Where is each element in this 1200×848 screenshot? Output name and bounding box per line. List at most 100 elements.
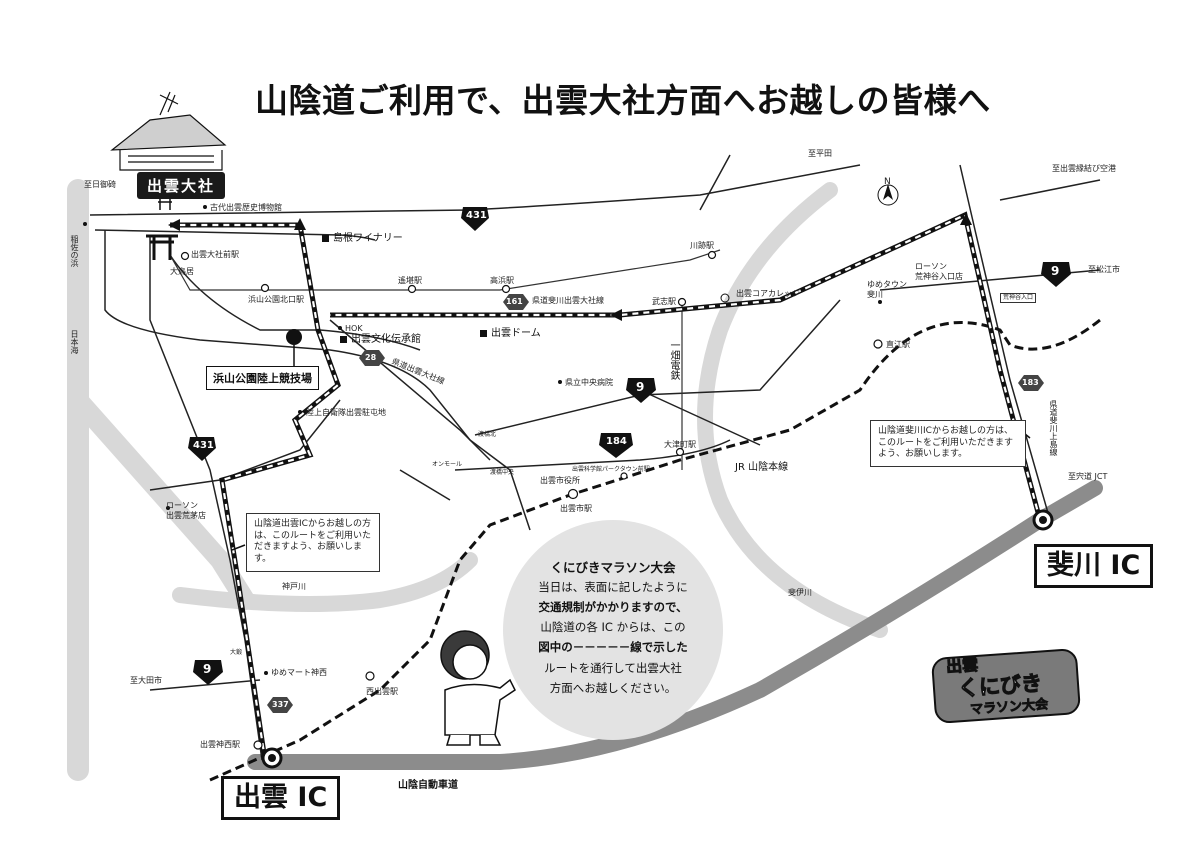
station-taisha-mae-label: 出雲大社前駅 bbox=[191, 250, 239, 259]
expressway-label: 山陰自動車道 bbox=[398, 780, 458, 791]
otorii-label: 大鳥居 bbox=[170, 267, 194, 276]
road-aeon bbox=[399, 469, 451, 501]
station-taisha-mae bbox=[180, 251, 190, 261]
lawson-araya-label: ローソン bbox=[166, 501, 198, 510]
museum-dot bbox=[203, 205, 207, 209]
station-nishi-izumo-label: 西出雲駅 bbox=[366, 687, 398, 696]
dentokan-label: 出雲文化伝承館 bbox=[351, 334, 421, 345]
bubble-heading: くにびきマラソン大会 bbox=[550, 560, 676, 575]
aeon-label: オンモール bbox=[432, 461, 463, 468]
station-markers bbox=[180, 250, 883, 750]
lawson-araya-label-2: 出雲荒茅店 bbox=[166, 511, 206, 520]
ichibata-line bbox=[169, 249, 721, 291]
sanin-expressway bbox=[247, 480, 1103, 770]
road-9-east-split bbox=[639, 389, 761, 446]
marathon-logo bbox=[931, 648, 1081, 724]
hok-label: HOK bbox=[345, 324, 363, 333]
dome-square bbox=[480, 330, 487, 337]
yumetown-dot bbox=[878, 300, 882, 304]
shield-184 bbox=[599, 433, 633, 458]
shield-161 bbox=[503, 294, 529, 310]
arrow-up-183 bbox=[960, 213, 972, 225]
road-inner bbox=[169, 254, 421, 351]
izumo-ic-box: 出雲 IC bbox=[221, 776, 341, 820]
hok-dot bbox=[338, 326, 342, 330]
station-endo bbox=[407, 284, 417, 294]
shield-183 bbox=[1018, 375, 1044, 391]
bubble-body: 当日は、表面に記したように 交通規制がかかりますので、 山陰道の各 IC からは… bbox=[515, 577, 711, 698]
inasa-label: 稲佐の浜 bbox=[70, 235, 79, 267]
hikawa-ic-box: 斐川 IC bbox=[1034, 544, 1154, 588]
route-183-label: 183 bbox=[1022, 378, 1039, 387]
izumo-ic-note: 山陰道出雲ICからお越しの方は、このルートをご利用いただきますよう、お願いします… bbox=[246, 513, 380, 572]
route-337-label: 337 bbox=[272, 700, 289, 709]
page-title: 山陰道ご利用で、出雲大社方面へお越しの皆様へ bbox=[255, 81, 991, 120]
station-park-town bbox=[620, 472, 628, 480]
road-hirata bbox=[699, 154, 731, 211]
watari-chuo-label: 渡橋中央 bbox=[490, 469, 515, 476]
venue-label: 浜山公園陸上競技場 bbox=[206, 366, 319, 390]
hospital-label: 県立中央病院 bbox=[565, 378, 613, 387]
notice-bubble bbox=[503, 520, 723, 740]
lawson-hikawa-label: ローソン bbox=[915, 262, 947, 271]
bubble-line-3: 山陰道の各 IC からは、この bbox=[540, 620, 686, 635]
shield-9-east bbox=[1041, 262, 1071, 287]
taisha-label: 出雲大社 bbox=[137, 172, 226, 199]
road-161-name: 県道斐川出雲大社線 bbox=[532, 296, 604, 305]
sea-label: 日本海 bbox=[70, 330, 79, 354]
to-hinomisaki-label: 至日御碕 bbox=[84, 180, 116, 189]
mascot-illustration bbox=[440, 630, 516, 746]
station-hamayama bbox=[260, 283, 270, 293]
dome-label: 出雲ドーム bbox=[491, 328, 541, 339]
route-184-label: 184 bbox=[606, 436, 627, 447]
ichibata-label: 一畑電鉄 bbox=[668, 340, 679, 380]
to-matsue-label: 至松江市 bbox=[1088, 265, 1120, 274]
route-28-label: 28 bbox=[365, 353, 377, 362]
road-west bbox=[149, 399, 341, 491]
arrow-up-431 bbox=[294, 218, 306, 230]
shield-431-north bbox=[461, 207, 489, 231]
watari-kita-label: 渡橋北 bbox=[478, 431, 497, 438]
route-431-south-label: 431 bbox=[193, 440, 214, 451]
izumo-taisha-illustration bbox=[110, 91, 227, 171]
shield-431-south bbox=[188, 437, 216, 461]
road-9-sw bbox=[149, 679, 261, 691]
city-office-label: 出雲市役所 bbox=[540, 476, 580, 485]
station-otsu bbox=[675, 447, 685, 457]
inasa-dot bbox=[83, 222, 87, 226]
station-izumoshi-label: 出雲市駅 bbox=[560, 504, 592, 513]
poi-squares bbox=[322, 235, 487, 343]
venue-dot bbox=[286, 329, 302, 345]
bubble-line-4: 図中の－－－－－線で示した bbox=[538, 640, 688, 655]
station-endo-label: 遙堪駅 bbox=[398, 276, 422, 285]
lawson-hikawa-label-2: 荒神谷入口店 bbox=[915, 272, 963, 281]
road-184 bbox=[454, 439, 731, 471]
route-9-east-label: 9 bbox=[1051, 264, 1060, 278]
route-izumo-ic-dash bbox=[170, 223, 340, 761]
station-bushi bbox=[677, 297, 687, 307]
station-takahama-label: 高浜駅 bbox=[490, 276, 514, 285]
araya-entrance-label: 荒神谷入口 bbox=[1000, 293, 1037, 303]
station-bushi-label: 武志駅 bbox=[652, 297, 676, 306]
station-naoe bbox=[873, 339, 883, 349]
arrow-taisha bbox=[168, 219, 180, 231]
road-183 bbox=[959, 164, 1051, 521]
arrow-west-161 bbox=[610, 309, 622, 321]
torii-icon bbox=[146, 197, 178, 260]
road-28-b bbox=[329, 319, 491, 461]
road-airport bbox=[999, 179, 1101, 201]
to-ohda-label: 至大田市 bbox=[130, 676, 162, 685]
jsdf-label: 陸上自衛隊出雲駐屯地 bbox=[306, 408, 386, 417]
lawson-araya-dot bbox=[166, 506, 170, 510]
college-mark bbox=[720, 293, 730, 303]
hikawa-ic-note: 山陰道斐川ICからお越しの方は、このルートをご利用いただきますよう、お願いします… bbox=[870, 420, 1026, 468]
yumetown-label: ゆめタウン bbox=[867, 280, 907, 289]
jinzai-junction-label: 大鍛 bbox=[230, 649, 243, 656]
to-shinji-jct-label: 至宍道 JCT bbox=[1068, 472, 1108, 481]
yumetown-label-2: 斐川 bbox=[867, 290, 883, 299]
college-label: 出雲コアカレッジ bbox=[736, 289, 800, 298]
shield-28 bbox=[359, 350, 385, 366]
north-arrow-icon bbox=[877, 184, 899, 206]
